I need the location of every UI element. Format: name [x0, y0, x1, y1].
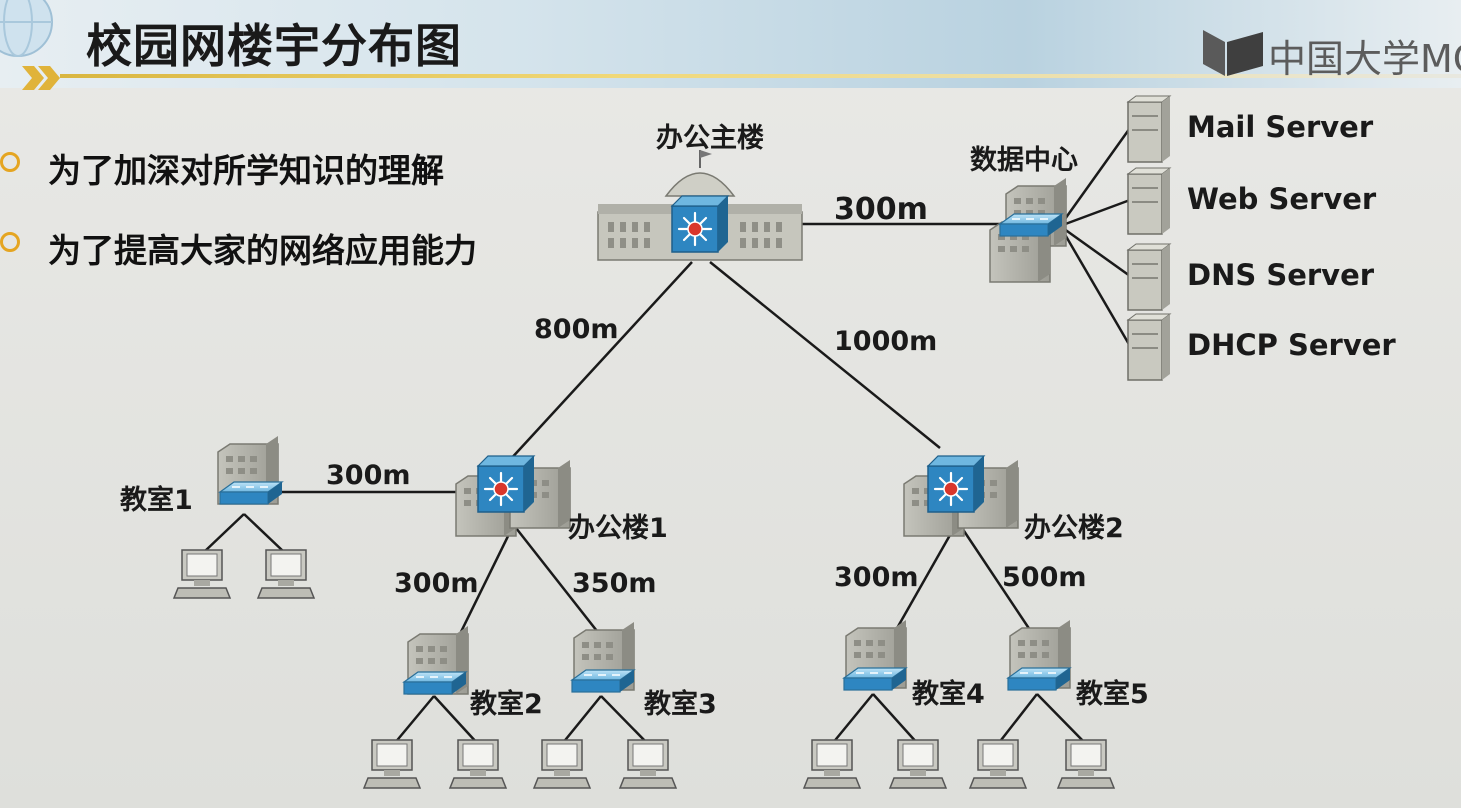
classroom2-building-icon — [403, 625, 469, 695]
distance-main-datacenter: 300m — [834, 192, 928, 227]
main-building-label: 办公主楼 — [656, 123, 764, 154]
classroom4-building-icon — [843, 619, 907, 691]
link-office2-classroom5 — [960, 527, 1032, 631]
link-main-office2 — [709, 261, 941, 449]
office1-building-icon — [455, 454, 571, 537]
link-main-office1 — [507, 261, 693, 463]
web-server-label: Web Server — [1187, 182, 1377, 216]
main-building-icon — [597, 150, 803, 261]
dhcp-server-icon — [1127, 313, 1171, 381]
link-dc-mail — [1058, 127, 1132, 227]
office2-label: 办公楼2 — [1024, 513, 1124, 544]
office1-label: 办公楼1 — [568, 513, 668, 544]
distance-office1-classroom2: 300m — [394, 568, 479, 599]
classroom4-label: 教室4 — [912, 679, 985, 710]
bullet-icon — [0, 232, 20, 252]
classroom1-label: 教室1 — [120, 485, 193, 516]
mail-server-icon — [1127, 95, 1171, 163]
distance-office2-classroom5: 500m — [1002, 562, 1087, 593]
classroom5-label: 教室5 — [1076, 679, 1149, 710]
data-center-label: 数据中心 — [970, 145, 1078, 176]
link-dc-dns — [1059, 224, 1131, 278]
distance-main-office2: 1000m — [834, 326, 938, 357]
classroom5-building-icon — [1007, 619, 1071, 691]
classroom1-building-icon — [217, 435, 283, 505]
classroom3-building-icon — [571, 621, 635, 693]
header-divider — [60, 74, 1461, 78]
dhcp-server-label: DHCP Server — [1187, 328, 1396, 362]
brand-text: 中国大学MC — [1268, 37, 1461, 81]
mail-server-label: Mail Server — [1187, 110, 1374, 144]
link-dc-dhcp — [1058, 225, 1132, 347]
bullet-icon — [0, 152, 20, 172]
distance-main-office1: 800m — [534, 314, 619, 345]
dns-server-icon — [1127, 243, 1171, 311]
web-server-icon — [1127, 167, 1171, 235]
classroom2-label: 教室2 — [470, 689, 543, 720]
link-dc-web — [1059, 198, 1131, 228]
link-office1-classroom2 — [455, 527, 514, 641]
distance-office2-classroom4: 300m — [834, 562, 919, 593]
distance-office1-classroom1: 300m — [326, 460, 411, 491]
dns-server-label: DNS Server — [1187, 258, 1375, 292]
link-office1-classroom3 — [515, 527, 605, 641]
header-globe-icon — [0, 0, 60, 90]
office2-building-icon — [903, 454, 1019, 537]
distance-office1-classroom3: 350m — [572, 568, 657, 599]
bullet-text-1: 为了加深对所学知识的理解 — [48, 151, 444, 190]
link-office2-classroom4 — [894, 527, 956, 631]
page-title: 校园网楼宇分布图 — [86, 19, 462, 73]
data-center-icon — [989, 177, 1067, 283]
bullet-text-2: 为了提高大家的网络应用能力 — [48, 231, 477, 270]
mooc-logo-icon — [1203, 30, 1263, 76]
classroom3-label: 教室3 — [644, 689, 717, 720]
